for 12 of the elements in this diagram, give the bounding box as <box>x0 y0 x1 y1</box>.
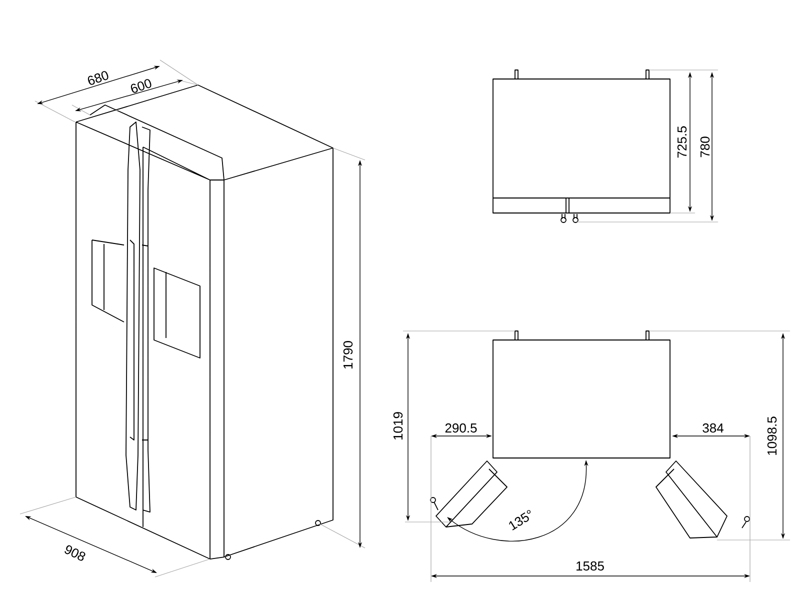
dimension-label: 680 <box>88 71 108 85</box>
dimension-label: 135° <box>509 510 531 530</box>
dimension-label: 1098.5 <box>767 416 777 455</box>
dimension-label: 1790 <box>343 341 353 368</box>
dimension-label: 600 <box>130 79 152 93</box>
dimension-label: 908 <box>64 545 86 561</box>
dimension-label: 725.5 <box>677 126 687 158</box>
dimension-label: 780 <box>700 136 710 158</box>
dimension-label: 290.5 <box>445 423 477 433</box>
dimension-label: 1585 <box>576 561 604 571</box>
dimension-label: 384 <box>702 423 724 433</box>
dimension-label: 1019 <box>393 412 403 440</box>
